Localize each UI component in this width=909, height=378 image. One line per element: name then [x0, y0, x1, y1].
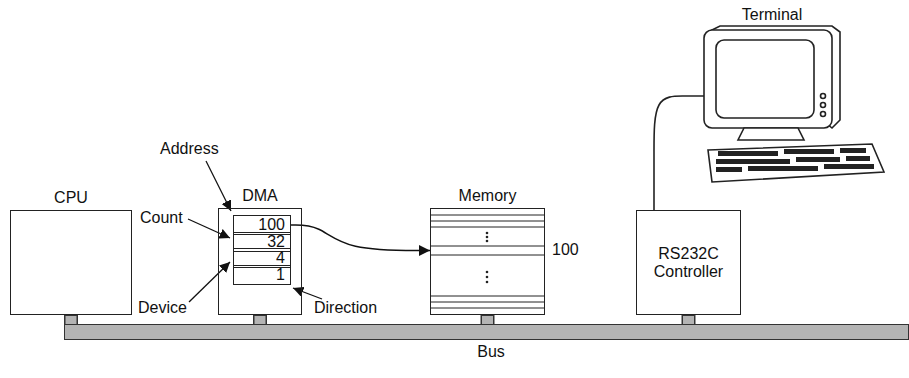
ellipsis-dot	[486, 240, 489, 243]
monitor-screen	[716, 40, 814, 118]
terminal-icon: Terminal	[704, 6, 884, 190]
leader-line	[293, 288, 322, 299]
memory-ellipsis	[486, 232, 489, 284]
callout-label: Count	[140, 209, 183, 227]
memory-rows	[431, 215, 544, 308]
key-row	[824, 164, 874, 169]
key-row	[796, 157, 840, 162]
register-value: 1	[276, 266, 285, 284]
leader-line	[206, 161, 231, 211]
leader-line	[189, 262, 230, 302]
register-cell: 1	[233, 265, 291, 285]
connector-layer	[71, 96, 704, 327]
memory-row	[431, 246, 544, 247]
monitor-case	[704, 30, 832, 128]
callout-label: 100	[552, 241, 579, 259]
box-heading: DMA	[219, 187, 301, 205]
memory-row	[431, 302, 544, 303]
arrow-line	[291, 225, 430, 251]
memory-row	[431, 255, 544, 256]
key-row	[784, 149, 834, 154]
key-row	[846, 156, 870, 161]
ellipsis-dot	[486, 236, 489, 239]
monitor-button	[821, 94, 826, 99]
bus-band: Bus	[64, 324, 909, 340]
terminal-illustration	[704, 26, 884, 182]
memory-box: Memory	[430, 208, 545, 315]
keyboard-keys	[716, 148, 874, 172]
monitor-button	[821, 112, 826, 117]
terminal-cable	[654, 96, 704, 210]
keyboard-body	[708, 144, 884, 182]
box-label: RS232C Controller	[643, 245, 734, 281]
memory-row	[431, 308, 544, 309]
terminal-label: Terminal	[704, 6, 840, 24]
memory-row	[431, 215, 544, 216]
cable-line	[654, 96, 704, 210]
dma-box: DMA1003241	[218, 208, 302, 315]
bus-label: Bus	[477, 343, 505, 361]
key-row	[840, 148, 866, 153]
ellipsis-dot	[486, 276, 489, 279]
key-row	[718, 151, 778, 156]
controller-box: RS232C Controller	[636, 210, 741, 315]
callout-label: Address	[160, 140, 219, 158]
address-arrow	[291, 225, 430, 251]
ellipsis-dot	[486, 232, 489, 235]
leader-line	[188, 219, 230, 238]
callout-label: Device	[138, 299, 187, 317]
memory-row	[431, 227, 544, 228]
ellipsis-dot	[486, 281, 489, 284]
memory-row	[431, 296, 544, 297]
key-row	[748, 166, 818, 171]
ellipsis-dot	[486, 271, 489, 274]
key-row	[716, 159, 790, 164]
memory-row	[431, 221, 544, 222]
monitor-stand	[738, 128, 804, 140]
key-row	[716, 167, 742, 172]
box-heading: Memory	[431, 187, 544, 205]
monitor-button	[821, 103, 826, 108]
callout-label: Direction	[314, 299, 377, 317]
cpu-box: CPU	[10, 210, 132, 315]
box-heading: CPU	[11, 189, 131, 207]
